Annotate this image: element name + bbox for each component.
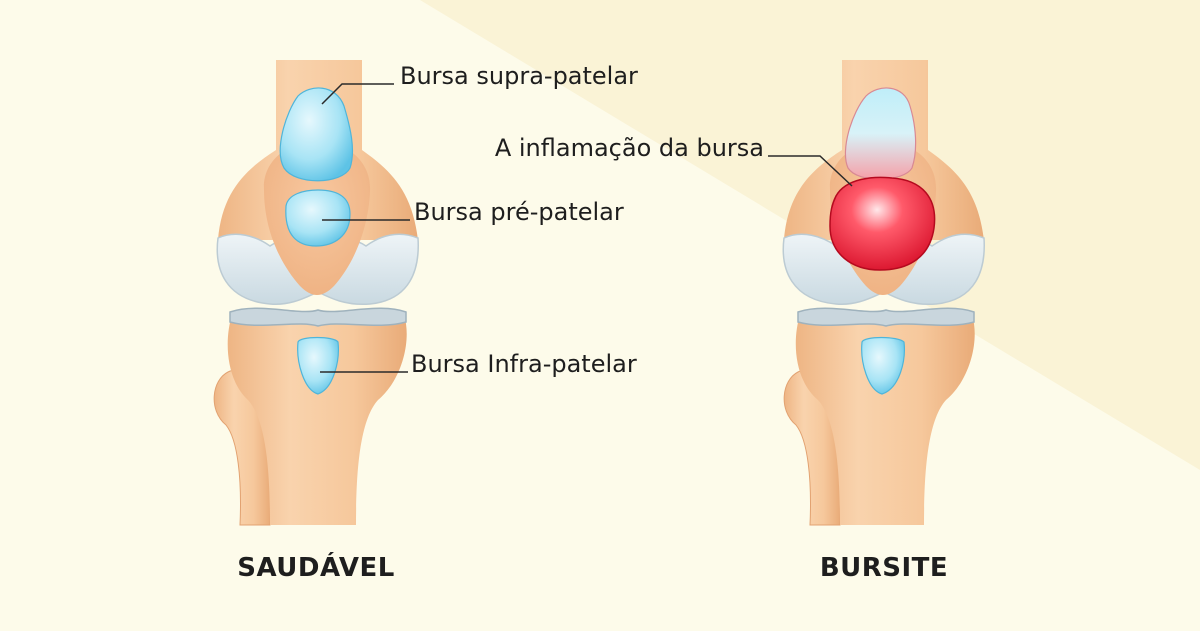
bursa-pre-patelar [285,189,351,247]
knee-healthy [213,60,419,526]
caption-saudavel: SAUDÁVEL [237,551,395,583]
bursa-pre-patelar-inflamed [829,176,936,271]
leader-inflamacao [768,155,853,187]
caption-bursite: BURSITE [820,553,948,583]
knee-bursitis [782,60,985,526]
label-inflamacao-bursa: A inflamação da bursa [495,134,764,162]
bursa-infra-patelar [861,336,905,395]
label-bursa-pre-patelar: Bursa pré-patelar [414,198,624,226]
leader-lines-left [320,83,410,373]
tibia [227,315,407,525]
label-bursa-infra-patelar: Bursa Infra-patelar [411,350,637,378]
meniscus [229,307,407,327]
tibia [795,315,975,525]
label-bursa-supra-patelar: Bursa supra-patelar [400,62,638,90]
bursa-supra-patelar [844,87,917,180]
leader-supra [321,83,394,105]
meniscus [797,307,975,327]
